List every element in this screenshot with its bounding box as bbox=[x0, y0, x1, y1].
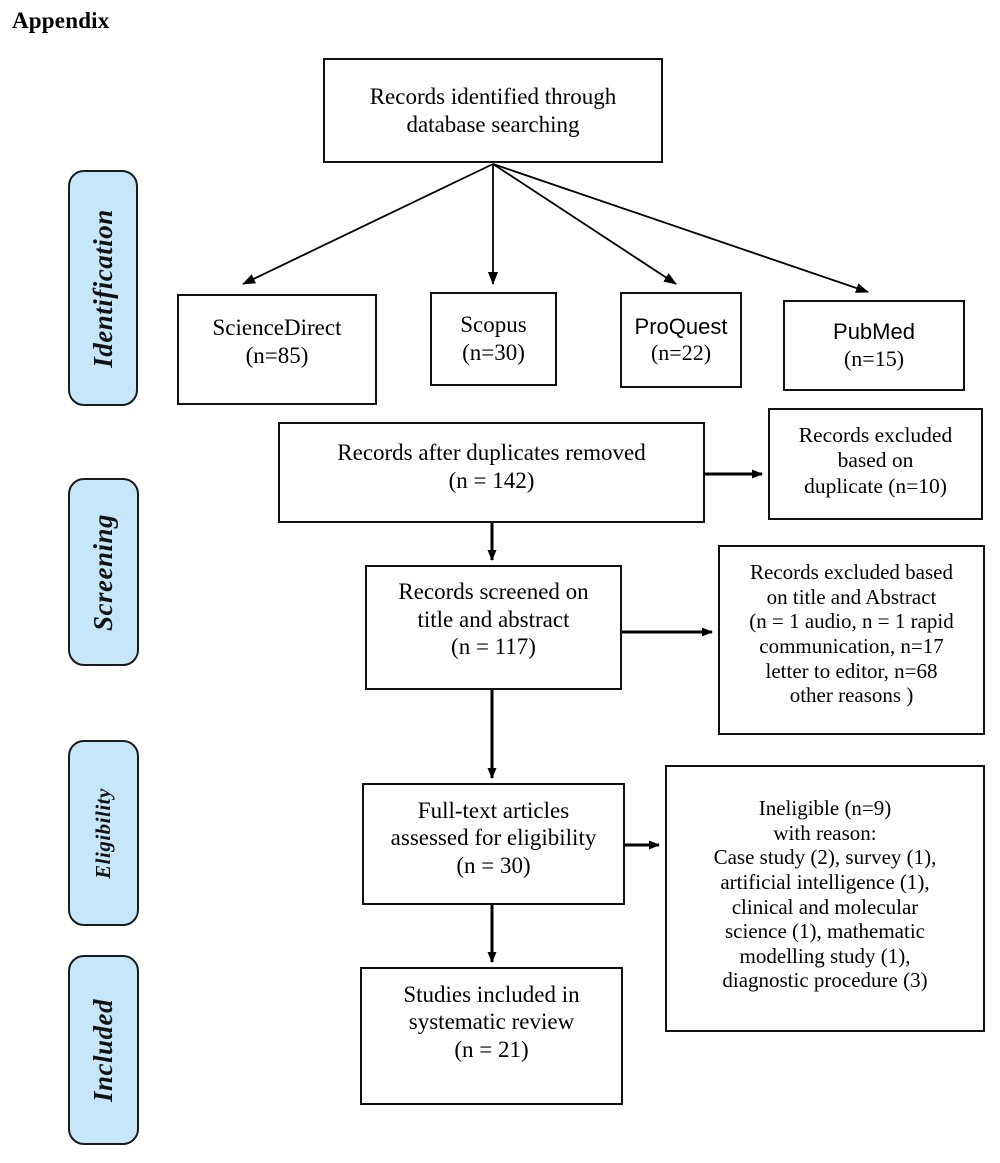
box-ineligible-with-reason: Ineligible (n=9) with reason: Case study… bbox=[665, 765, 985, 1032]
screened-line-3: (n = 117) bbox=[451, 634, 536, 660]
stage-label-included: Included bbox=[88, 998, 119, 1102]
proquest-line-2: (n=22) bbox=[650, 340, 712, 365]
excluded-duplicate-line-2: based on bbox=[837, 448, 914, 473]
box-sciencedirect: ScienceDirect (n=85) bbox=[177, 294, 377, 405]
excluded-duplicate-line-3: duplicate (n=10) bbox=[804, 473, 947, 498]
ineligible-line-2: with reason: bbox=[773, 820, 877, 845]
included-studies-line-1: Studies included in bbox=[403, 981, 580, 1007]
ineligible-line-6: science (1), mathematic bbox=[725, 919, 925, 944]
stage-label-identification: Identification bbox=[87, 208, 118, 368]
screened-line-2: title and abstract bbox=[417, 606, 570, 632]
stage-screening: Screening bbox=[68, 478, 139, 666]
sciencedirect-line-2: (n=85) bbox=[245, 342, 309, 368]
ineligible-line-4: artificial intelligence (1), bbox=[720, 869, 930, 894]
stage-label-eligibility: Eligibility bbox=[91, 787, 116, 879]
box-records-identified: Records identified through database sear… bbox=[323, 58, 663, 163]
ineligible-line-8: diagnostic procedure (3) bbox=[722, 968, 928, 993]
ineligible-line-7: modelling study (1), bbox=[739, 943, 911, 968]
excluded-ta-line-1: Records excluded based bbox=[750, 560, 953, 585]
box-records-excluded-title-abstract: Records excluded based on title and Abst… bbox=[718, 545, 985, 735]
box-records-excluded-duplicate: Records excluded based on duplicate (n=1… bbox=[768, 408, 983, 520]
stage-label-screening: Screening bbox=[88, 513, 119, 631]
fulltext-line-2: assessed for eligibility bbox=[390, 825, 597, 851]
sciencedirect-line-1: ScienceDirect bbox=[212, 314, 342, 340]
ineligible-line-5: clinical and molecular bbox=[731, 894, 919, 919]
excluded-ta-line-2: on title and Abstract bbox=[766, 584, 937, 609]
included-studies-line-2: systematic review bbox=[408, 1009, 575, 1035]
box-records-screened: Records screened on title and abstract (… bbox=[365, 565, 622, 690]
stage-identification: Identification bbox=[68, 170, 138, 406]
stage-eligibility: Eligibility bbox=[68, 740, 139, 926]
box-proquest: ProQuest (n=22) bbox=[620, 292, 742, 388]
box-fulltext-assessed: Full-text articles assessed for eligibil… bbox=[362, 783, 625, 905]
excluded-ta-line-6: other reasons ) bbox=[789, 683, 914, 708]
box-studies-included: Studies included in systematic review (n… bbox=[360, 967, 623, 1105]
screened-line-1: Records screened on bbox=[398, 579, 589, 605]
fulltext-line-3: (n = 30) bbox=[456, 852, 531, 878]
excluded-ta-line-4: communication, n=17 bbox=[759, 634, 944, 658]
proquest-line-1: ProQuest bbox=[634, 313, 728, 339]
pubmed-line-1: PubMed bbox=[833, 319, 915, 345]
scopus-line-1: Scopus bbox=[460, 312, 527, 338]
stage-included: Included bbox=[68, 955, 139, 1145]
scopus-line-2: (n=30) bbox=[462, 340, 525, 365]
pubmed-line-2: (n=15) bbox=[843, 345, 905, 371]
ineligible-line-1: Ineligible (n=9) bbox=[758, 796, 892, 821]
ineligible-line-3: Case study (2), survey (1), bbox=[713, 845, 937, 870]
box-pubmed: PubMed (n=15) bbox=[783, 300, 965, 391]
box-scopus: Scopus (n=30) bbox=[430, 292, 557, 386]
page-title: Appendix bbox=[12, 8, 110, 33]
fulltext-line-1: Full-text articles bbox=[417, 797, 570, 823]
box-records-after-duplicates: Records after duplicates removed (n = 14… bbox=[278, 422, 705, 523]
excluded-ta-line-3: (n = 1 audio, n = 1 rapid bbox=[749, 609, 954, 634]
after-duplicates-line-1: Records after duplicates removed bbox=[337, 439, 646, 465]
records-identified-line-2: database searching bbox=[406, 111, 580, 137]
excluded-ta-line-5: letter to editor, n=68 bbox=[765, 658, 938, 683]
after-duplicates-line-2: (n = 142) bbox=[448, 467, 535, 493]
included-studies-line-3: (n = 21) bbox=[454, 1036, 529, 1062]
excluded-duplicate-line-1: Records excluded bbox=[798, 422, 953, 447]
records-identified-line-1: Records identified through bbox=[369, 83, 617, 109]
